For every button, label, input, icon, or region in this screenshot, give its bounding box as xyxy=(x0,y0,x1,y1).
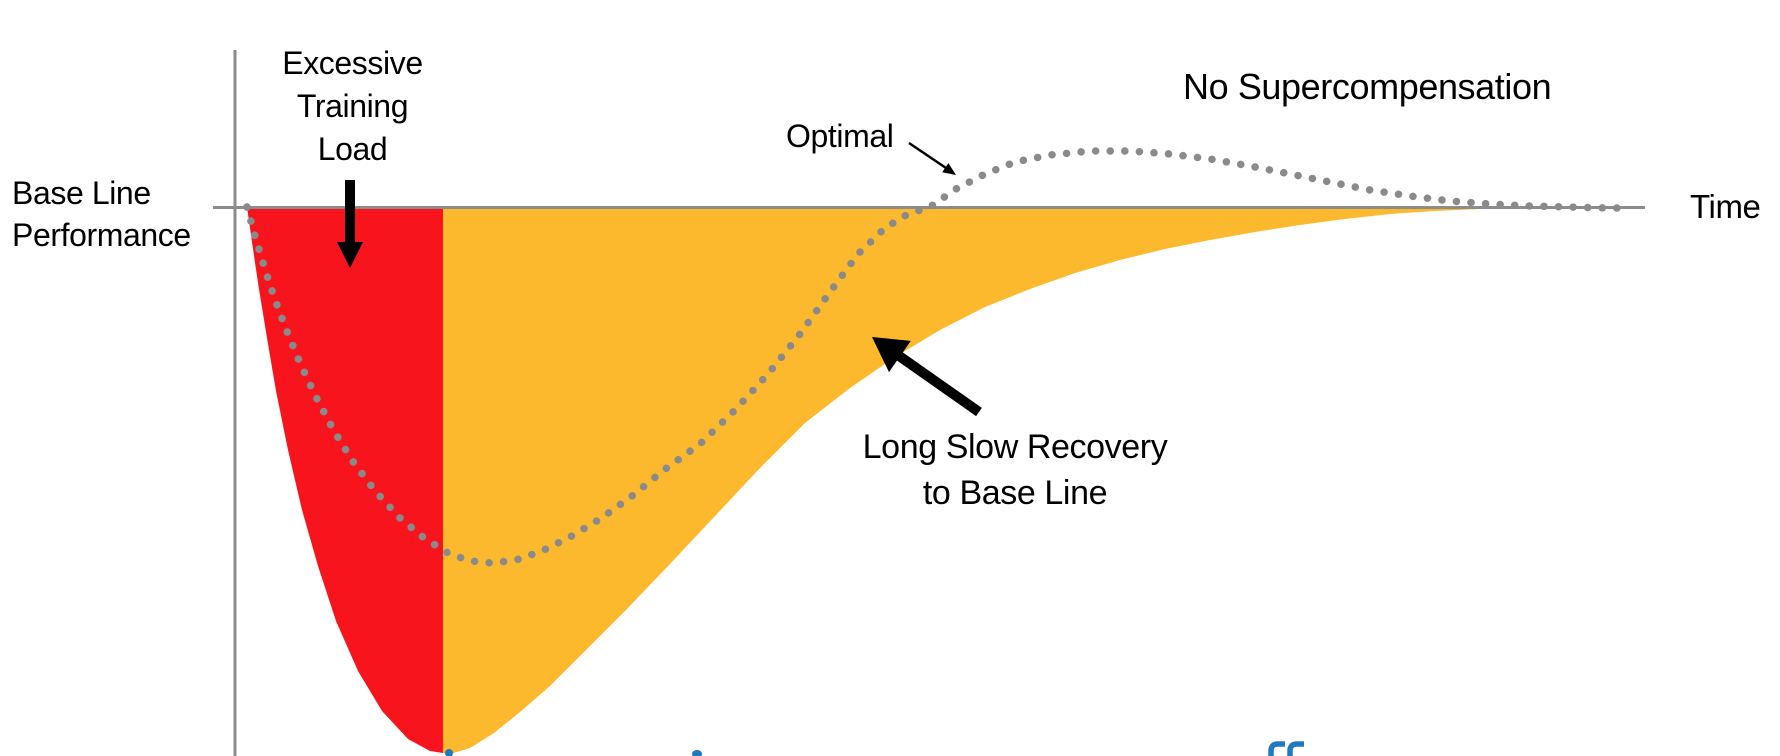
optimal-curve xyxy=(243,147,1632,567)
optimal-arrow-icon xyxy=(908,141,956,175)
optimal-annotation: Optimal xyxy=(786,118,894,154)
slow-recovery-annotation: Long Slow Recovery to Base Line xyxy=(862,428,1168,512)
excessive-load-arrow-icon xyxy=(337,180,363,268)
clipped-blue-caption-fragments xyxy=(445,741,1304,756)
y-axis-label: Base Line Performance xyxy=(12,175,191,253)
x-axis-label: Time xyxy=(1690,188,1761,225)
recovery-arrow-icon xyxy=(872,337,982,417)
excessive-load-area xyxy=(247,207,443,753)
excessive-load-annotation: Excessive Training Load xyxy=(282,45,423,167)
no-supercompensation-annotation: No Supercompensation xyxy=(1183,66,1552,107)
long-recovery-area xyxy=(443,207,1520,754)
